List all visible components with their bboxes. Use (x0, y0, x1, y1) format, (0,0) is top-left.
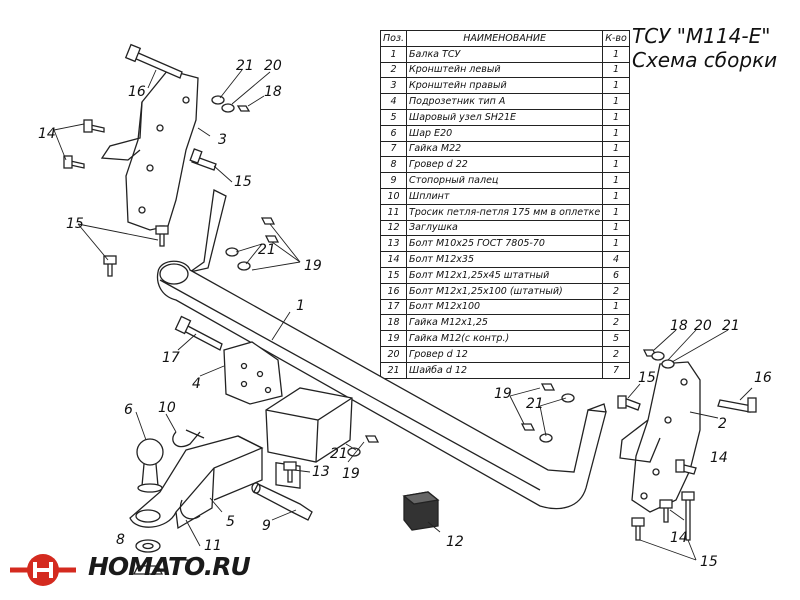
callout-1: 1 (296, 298, 305, 314)
callout-16a: 16 (128, 84, 146, 100)
callout-7: 7 (184, 558, 193, 574)
callout-19b: 19 (342, 466, 360, 482)
logo-text: HOMATO.RU (88, 552, 251, 581)
callout-2: 2 (718, 416, 727, 432)
callout-12: 12 (446, 534, 464, 550)
callout-14b: 14 (710, 450, 728, 466)
callout-14c: 14 (670, 530, 688, 546)
callout-15b: 15 (234, 174, 252, 190)
callout-18b: 18 (670, 318, 688, 334)
callout-10: 10 (158, 400, 176, 416)
callout-17: 17 (162, 350, 180, 366)
cotter-pin-part10 (172, 429, 205, 448)
cell-qty: 7 (602, 361, 630, 379)
cable-part11 (179, 499, 201, 520)
cell-qty: 6 (602, 266, 630, 284)
plug-part12 (402, 491, 440, 531)
bracket-left-part2 (619, 361, 701, 513)
tow-beam-part1 (156, 189, 607, 510)
callout-3: 3 (218, 132, 227, 148)
callout-15d: 15 (700, 554, 718, 570)
callout-5: 5 (226, 514, 235, 530)
cell-pos: 17 (379, 298, 408, 316)
callout-15c: 15 (638, 370, 656, 386)
callout-6: 6 (124, 402, 133, 418)
callout-20b: 20 (694, 318, 712, 334)
spring-washer-part8 (135, 539, 161, 553)
callout-13: 13 (312, 464, 330, 480)
callout-21a: 21 (236, 58, 254, 74)
receiver-tube (265, 387, 353, 489)
bracket-right-part3 (100, 69, 199, 231)
callout-21d: 21 (526, 396, 544, 412)
cell-qty: 1 (602, 124, 630, 142)
cell-qty: 1 (602, 219, 630, 237)
bolt-17 (181, 323, 223, 351)
callout-19c: 19 (494, 386, 512, 402)
towball-part6 (136, 438, 164, 493)
callout-9: 9 (262, 518, 271, 534)
diagram-subtitle: Схема сборки (632, 48, 778, 72)
callout-21b: 21 (258, 242, 276, 258)
site-logo: HOMATO.RU (8, 548, 251, 592)
callout-20a: 20 (264, 58, 282, 74)
callout-8: 8 (116, 532, 125, 548)
callout-14a: 14 (38, 126, 56, 142)
lock-pin-part9 (251, 482, 313, 521)
callout-16b: 16 (754, 370, 772, 386)
washer-inner (142, 542, 154, 550)
callout-21e: 21 (722, 318, 740, 334)
bolt-16-upper (133, 51, 183, 79)
bolt-16-right (717, 399, 753, 413)
callout-4: 4 (192, 376, 201, 392)
callout-19a: 19 (304, 258, 322, 274)
callout-labels: 1 2 3 4 5 6 7 8 9 10 11 12 13 14 14 14 1… (38, 58, 772, 574)
callout-15a: 15 (66, 216, 84, 232)
leader-lines (53, 69, 753, 561)
nut-part7 (132, 565, 164, 575)
socket-plate-part4 (223, 341, 283, 405)
bolts (63, 43, 757, 541)
callout-11: 11 (204, 538, 222, 554)
diagram-title: ТСУ "M114-E" (632, 24, 771, 48)
cell-pos: 21 (379, 361, 408, 379)
cell-name: Шайба d 12 (406, 361, 604, 379)
logo-emblem-icon (10, 554, 76, 586)
nuts-washers (211, 95, 675, 457)
callout-18a: 18 (264, 84, 282, 100)
callout-21c: 21 (330, 446, 348, 462)
